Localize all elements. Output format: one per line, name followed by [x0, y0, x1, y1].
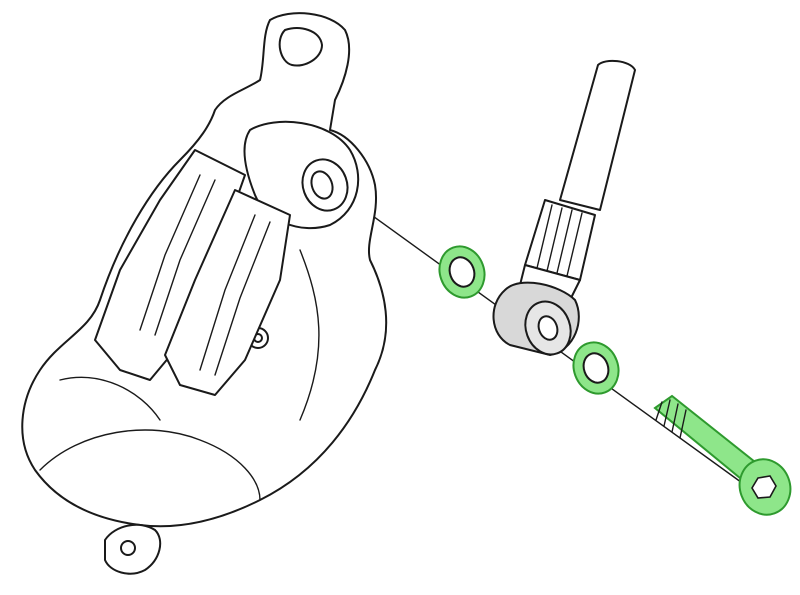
washer-lower-icon	[572, 341, 620, 395]
brake-pads-icon	[94, 149, 291, 396]
brake-hose-icon	[519, 59, 636, 301]
washer-upper-icon	[438, 245, 486, 299]
banjo-fitting-icon	[492, 281, 580, 357]
banjo-bolt-icon	[653, 394, 792, 516]
